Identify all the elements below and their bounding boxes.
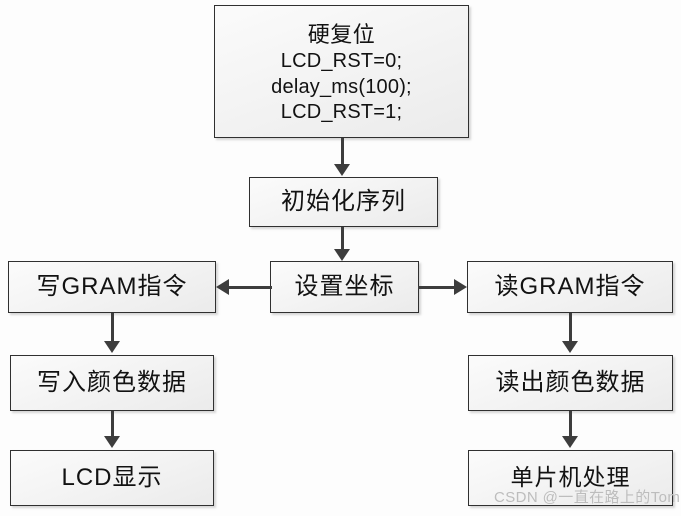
flow-node-write-data: 写入颜色数据 <box>10 355 214 411</box>
node-label-read-data: 读出颜色数据 <box>495 368 646 396</box>
edge-line-vertical <box>341 227 344 252</box>
flow-node-mcu-proc: 单片机处理 <box>468 450 673 506</box>
node-code-line-1: LCD_RST=0; <box>280 50 403 73</box>
flow-node-init-seq: 初始化序列 <box>249 177 438 227</box>
edge-line-vertical <box>111 411 114 439</box>
flow-node-set-coord: 设置坐标 <box>270 261 419 313</box>
node-code-line-3: LCD_RST=1; <box>280 101 403 124</box>
edge-line-vertical <box>341 138 344 168</box>
flow-node-read-gram: 读GRAM指令 <box>467 261 673 313</box>
node-label-write-data: 写入颜色数据 <box>37 368 187 396</box>
node-label-read-gram: 读GRAM指令 <box>494 272 646 300</box>
flow-node-lcd-show: LCD显示 <box>10 450 214 506</box>
node-label-write-gram: 写GRAM指令 <box>36 272 188 300</box>
node-label-init-seq: 初始化序列 <box>281 187 406 215</box>
node-code-line-2: delay_ms(100); <box>271 75 412 98</box>
arrowhead-down-icon <box>334 249 350 261</box>
flow-node-hard-reset: 硬复位 LCD_RST=0; delay_ms(100); LCD_RST=1; <box>214 5 469 138</box>
arrowhead-down-icon <box>104 436 120 448</box>
arrowhead-left-icon <box>216 279 229 295</box>
arrowhead-down-icon <box>562 436 578 448</box>
edge-line-vertical <box>569 411 572 439</box>
edge-line-vertical <box>111 313 114 344</box>
arrowhead-right-icon <box>454 279 467 295</box>
node-label-lcd-show: LCD显示 <box>61 463 163 491</box>
edge-line-horizontal <box>228 286 272 289</box>
arrowhead-down-icon <box>334 164 350 176</box>
flow-node-read-data: 读出颜色数据 <box>468 355 673 411</box>
node-label-mcu-proc: 单片机处理 <box>510 464 631 491</box>
node-label-set-coord: 设置坐标 <box>294 272 395 300</box>
node-title-hard-reset: 硬复位 <box>307 22 376 48</box>
arrowhead-down-icon <box>104 341 120 353</box>
arrowhead-down-icon <box>562 341 578 353</box>
edge-line-horizontal <box>418 286 456 289</box>
watermark-text: CSDN @一直在路上的Tom <box>494 489 681 506</box>
flow-node-write-gram: 写GRAM指令 <box>8 261 216 313</box>
edge-line-vertical <box>569 313 572 344</box>
